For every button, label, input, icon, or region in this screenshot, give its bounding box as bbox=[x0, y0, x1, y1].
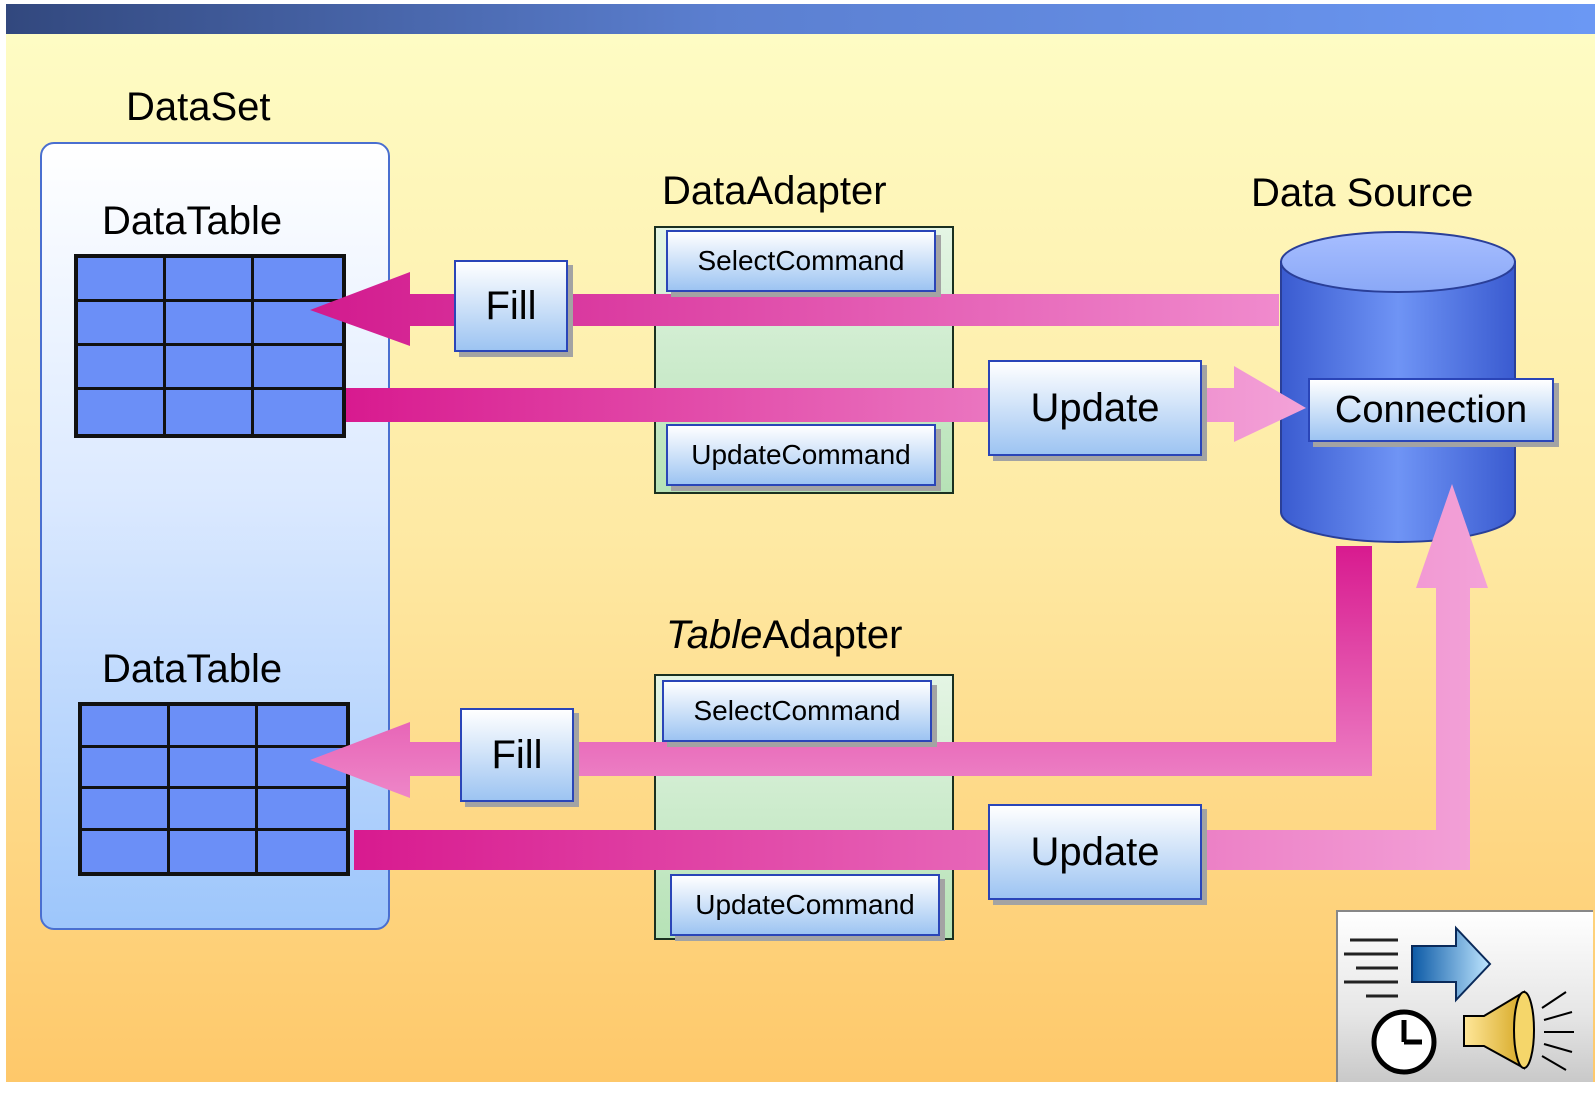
top-update-label: Update bbox=[988, 360, 1202, 456]
slide: DataSet DataTable DataTable DataAdapter … bbox=[6, 4, 1595, 1082]
dataset-label: DataSet bbox=[126, 85, 271, 129]
arrow-icon bbox=[1411, 925, 1492, 1003]
table-adapter-label: TableAdapter bbox=[666, 612, 903, 658]
bottom-update-label: Update bbox=[988, 804, 1202, 900]
bottom-select-command-box: SelectCommand bbox=[662, 680, 932, 742]
slide-action-icon bbox=[1336, 910, 1593, 1082]
bottom-fill-label: Fill bbox=[460, 708, 574, 802]
data-adapter-label: DataAdapter bbox=[662, 169, 887, 213]
top-fill-label: Fill bbox=[454, 260, 568, 352]
top-select-command-box: SelectCommand bbox=[666, 230, 936, 292]
data-source-label: Data Source bbox=[1251, 171, 1474, 215]
clock-icon bbox=[1371, 1009, 1437, 1075]
table-adapter-label-rest: Adapter bbox=[762, 613, 903, 657]
connection-box: Connection bbox=[1308, 378, 1554, 442]
top-update-command-box: UpdateCommand bbox=[666, 424, 936, 486]
table-adapter-label-italic: Table bbox=[666, 613, 763, 657]
bottom-update-command-box: UpdateCommand bbox=[670, 874, 940, 936]
lines-icon bbox=[1344, 938, 1398, 998]
title-bar bbox=[6, 4, 1595, 34]
datatable-bottom-label: DataTable bbox=[102, 647, 283, 691]
datatable-top-grid-icon bbox=[74, 254, 346, 438]
speaker-icon bbox=[1463, 990, 1574, 1071]
datatable-top-label: DataTable bbox=[102, 199, 283, 243]
datatable-bottom-grid-icon bbox=[78, 702, 350, 876]
